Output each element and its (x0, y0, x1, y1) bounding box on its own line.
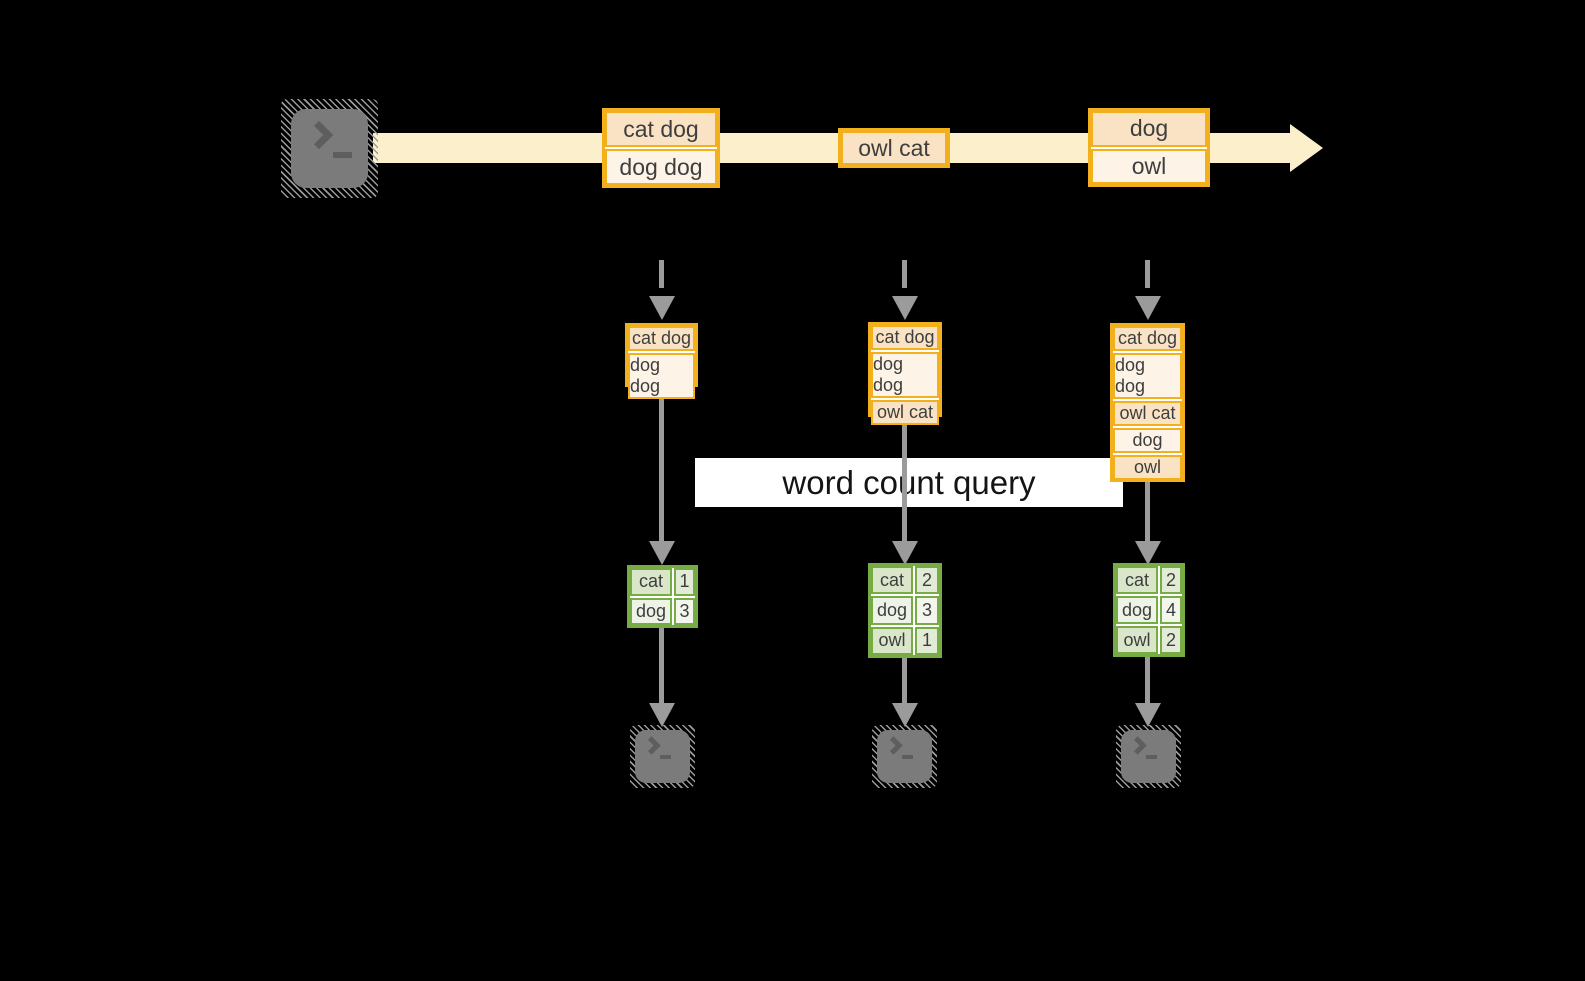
arrowhead-down-icon (1135, 541, 1161, 565)
count-cell: 1 (915, 626, 939, 655)
arrowhead-down-icon (649, 296, 675, 320)
count-cell: 3 (674, 597, 695, 625)
arrowhead-down-icon (649, 541, 675, 565)
stacked-record: owl cat (1113, 401, 1182, 426)
word-cell: dog (630, 597, 672, 625)
output-terminal-icon (1116, 725, 1181, 788)
stacked-record: owl cat (871, 400, 939, 425)
prompt-cursor-icon (1146, 755, 1157, 759)
table-row: dog 4 (1116, 596, 1182, 624)
count-table-2: cat 2 dog 3 owl 1 (868, 563, 942, 658)
stream-record: dog (1091, 111, 1207, 147)
arrow-down-icon (659, 387, 664, 543)
count-table-3: cat 2 dog 4 owl 2 (1113, 563, 1185, 657)
stacked-record: cat dog (871, 325, 939, 350)
prompt-chevron-icon (1128, 736, 1147, 755)
count-table-1: cat 1 dog 3 (627, 565, 698, 628)
record-stack-1: cat dog dog dog (625, 323, 698, 399)
prompt-chevron-icon (642, 736, 661, 755)
table-row: cat 1 (630, 568, 695, 596)
arrowhead-down-icon (892, 703, 918, 727)
prompt-cursor-icon (902, 755, 913, 759)
dashed-arrow-down-icon (659, 260, 664, 288)
word-cell: dog (1116, 596, 1158, 624)
arrowhead-down-icon (892, 541, 918, 565)
stacked-record: cat dog (628, 326, 695, 351)
count-cell: 1 (674, 568, 695, 596)
dashed-arrow-down-icon (902, 260, 907, 288)
record-stack-3: cat dog dog dog owl cat dog owl (1110, 323, 1185, 482)
word-cell: owl (871, 626, 913, 655)
terminal-screen (291, 109, 368, 188)
prompt-chevron-icon (884, 736, 903, 755)
arrow-down-icon (902, 658, 907, 705)
word-cell: cat (871, 566, 913, 595)
word-cell: dog (871, 596, 913, 625)
table-row: owl 2 (1116, 626, 1182, 654)
count-cell: 2 (915, 566, 939, 595)
stream-record: owl (1091, 148, 1207, 184)
table-row: owl 1 (871, 626, 939, 655)
table-row: cat 2 (871, 566, 939, 595)
arrow-down-icon (1145, 482, 1150, 543)
stream-record: cat dog (605, 111, 717, 147)
count-cell: 3 (915, 596, 939, 625)
arrow-down-icon (1145, 657, 1150, 705)
word-cell: cat (1116, 566, 1158, 594)
stacked-record: dog dog (1113, 353, 1182, 399)
dashed-arrow-down-icon (1145, 260, 1150, 288)
count-cell: 2 (1160, 626, 1182, 654)
stream-record: owl cat (841, 131, 947, 165)
arrowhead-down-icon (649, 703, 675, 727)
prompt-cursor-icon (333, 152, 352, 158)
stream-event-2: owl cat (838, 128, 950, 168)
word-cell: owl (1116, 626, 1158, 654)
terminal-screen (635, 730, 690, 783)
stacked-record: dog (1113, 428, 1182, 453)
stacked-record: dog dog (628, 353, 695, 399)
table-row: dog 3 (630, 597, 695, 625)
count-cell: 4 (1160, 596, 1182, 624)
arrowhead-down-icon (1135, 296, 1161, 320)
arrow-down-icon (659, 628, 664, 705)
output-terminal-icon (872, 725, 937, 788)
table-row: dog 3 (871, 596, 939, 625)
word-cell: cat (630, 568, 672, 596)
stacked-record: owl (1113, 455, 1182, 480)
count-cell: 2 (1160, 566, 1182, 594)
terminal-screen (877, 730, 932, 783)
stream-record: dog dog (605, 149, 717, 185)
prompt-cursor-icon (660, 755, 671, 759)
arrowhead-down-icon (892, 296, 918, 320)
stream-event-1: cat dog dog dog (602, 108, 720, 188)
source-terminal-icon (281, 99, 378, 198)
stream-arrowhead-icon (1290, 124, 1323, 172)
prompt-chevron-icon (304, 120, 334, 150)
table-row: cat 2 (1116, 566, 1182, 594)
arrow-down-icon (902, 417, 907, 543)
arrowhead-down-icon (1135, 703, 1161, 727)
stacked-record: cat dog (1113, 326, 1182, 351)
stream-event-3: dog owl (1088, 108, 1210, 187)
output-terminal-icon (630, 725, 695, 788)
record-stack-2: cat dog dog dog owl cat (868, 322, 942, 425)
terminal-screen (1121, 730, 1176, 783)
query-banner: word count query (695, 458, 1123, 507)
stacked-record: dog dog (871, 352, 939, 398)
